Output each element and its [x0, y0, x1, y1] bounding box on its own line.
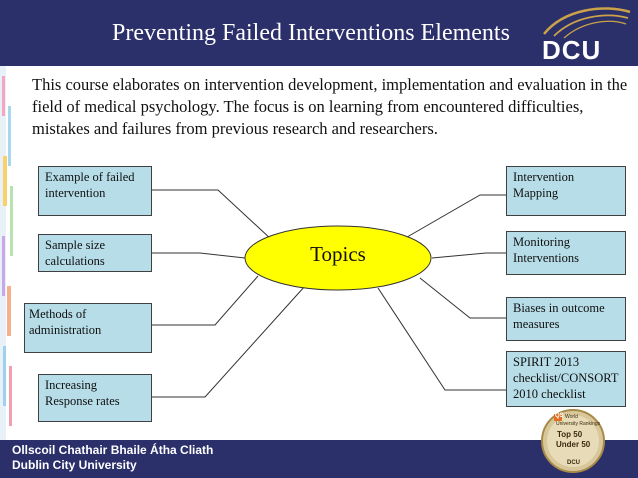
topic-box-methods-of-administration: Methods of administration — [24, 303, 152, 353]
dcu-logo-text: DCU — [542, 35, 602, 65]
dcu-swoosh-icon — [543, 7, 631, 39]
decorative-left-strip — [0, 66, 13, 440]
badge-dcu: DCU — [567, 460, 580, 466]
center-topic-label: Topics — [310, 242, 366, 266]
topic-label: Monitoring Interventions — [513, 235, 579, 265]
topic-label: SPIRIT 2013 checklist/CONSORT 2010 check… — [513, 355, 619, 401]
badge-rankings: University Rankings — [556, 421, 601, 427]
topic-label: Intervention Mapping — [513, 170, 575, 200]
topic-box-response-rates: Increasing Response rates — [38, 374, 152, 422]
topic-label: Increasing Response rates — [45, 378, 120, 408]
intro-paragraph: This course elaborates on intervention d… — [32, 75, 628, 138]
badge-top50: Top 50 — [557, 430, 583, 439]
badge-under50: Under 50 — [556, 440, 591, 449]
badge-world: World — [565, 414, 578, 420]
topic-box-biases-in-outcome: Biases in outcome measures — [506, 297, 626, 341]
footer-english-name: Dublin City University — [12, 458, 137, 472]
ranking-badge-icon — [541, 409, 605, 473]
slide-title: Preventing Failed Interventions Elements — [112, 20, 510, 46]
topic-label: Methods of administration — [29, 307, 102, 337]
topic-label: Example of failed intervention — [45, 170, 135, 200]
footer-irish-name: Ollscoil Chathair Bhaile Átha Cliath — [12, 443, 214, 457]
topic-box-sample-size: Sample size calculations — [38, 234, 152, 272]
topic-label: Biases in outcome measures — [513, 301, 605, 331]
topics-ellipse — [244, 225, 432, 291]
badge-qs: QS — [555, 413, 564, 419]
topic-box-failed-intervention: Example of failed intervention — [38, 166, 152, 216]
footer-bar — [0, 440, 638, 478]
header-bar — [0, 0, 638, 66]
topic-box-monitoring-interventions: Monitoring Interventions — [506, 231, 626, 275]
topic-box-intervention-mapping: Intervention Mapping — [506, 166, 626, 216]
topic-label: Sample size calculations — [45, 238, 106, 268]
topic-box-spirit-consort: SPIRIT 2013 checklist/CONSORT 2010 check… — [506, 351, 626, 407]
